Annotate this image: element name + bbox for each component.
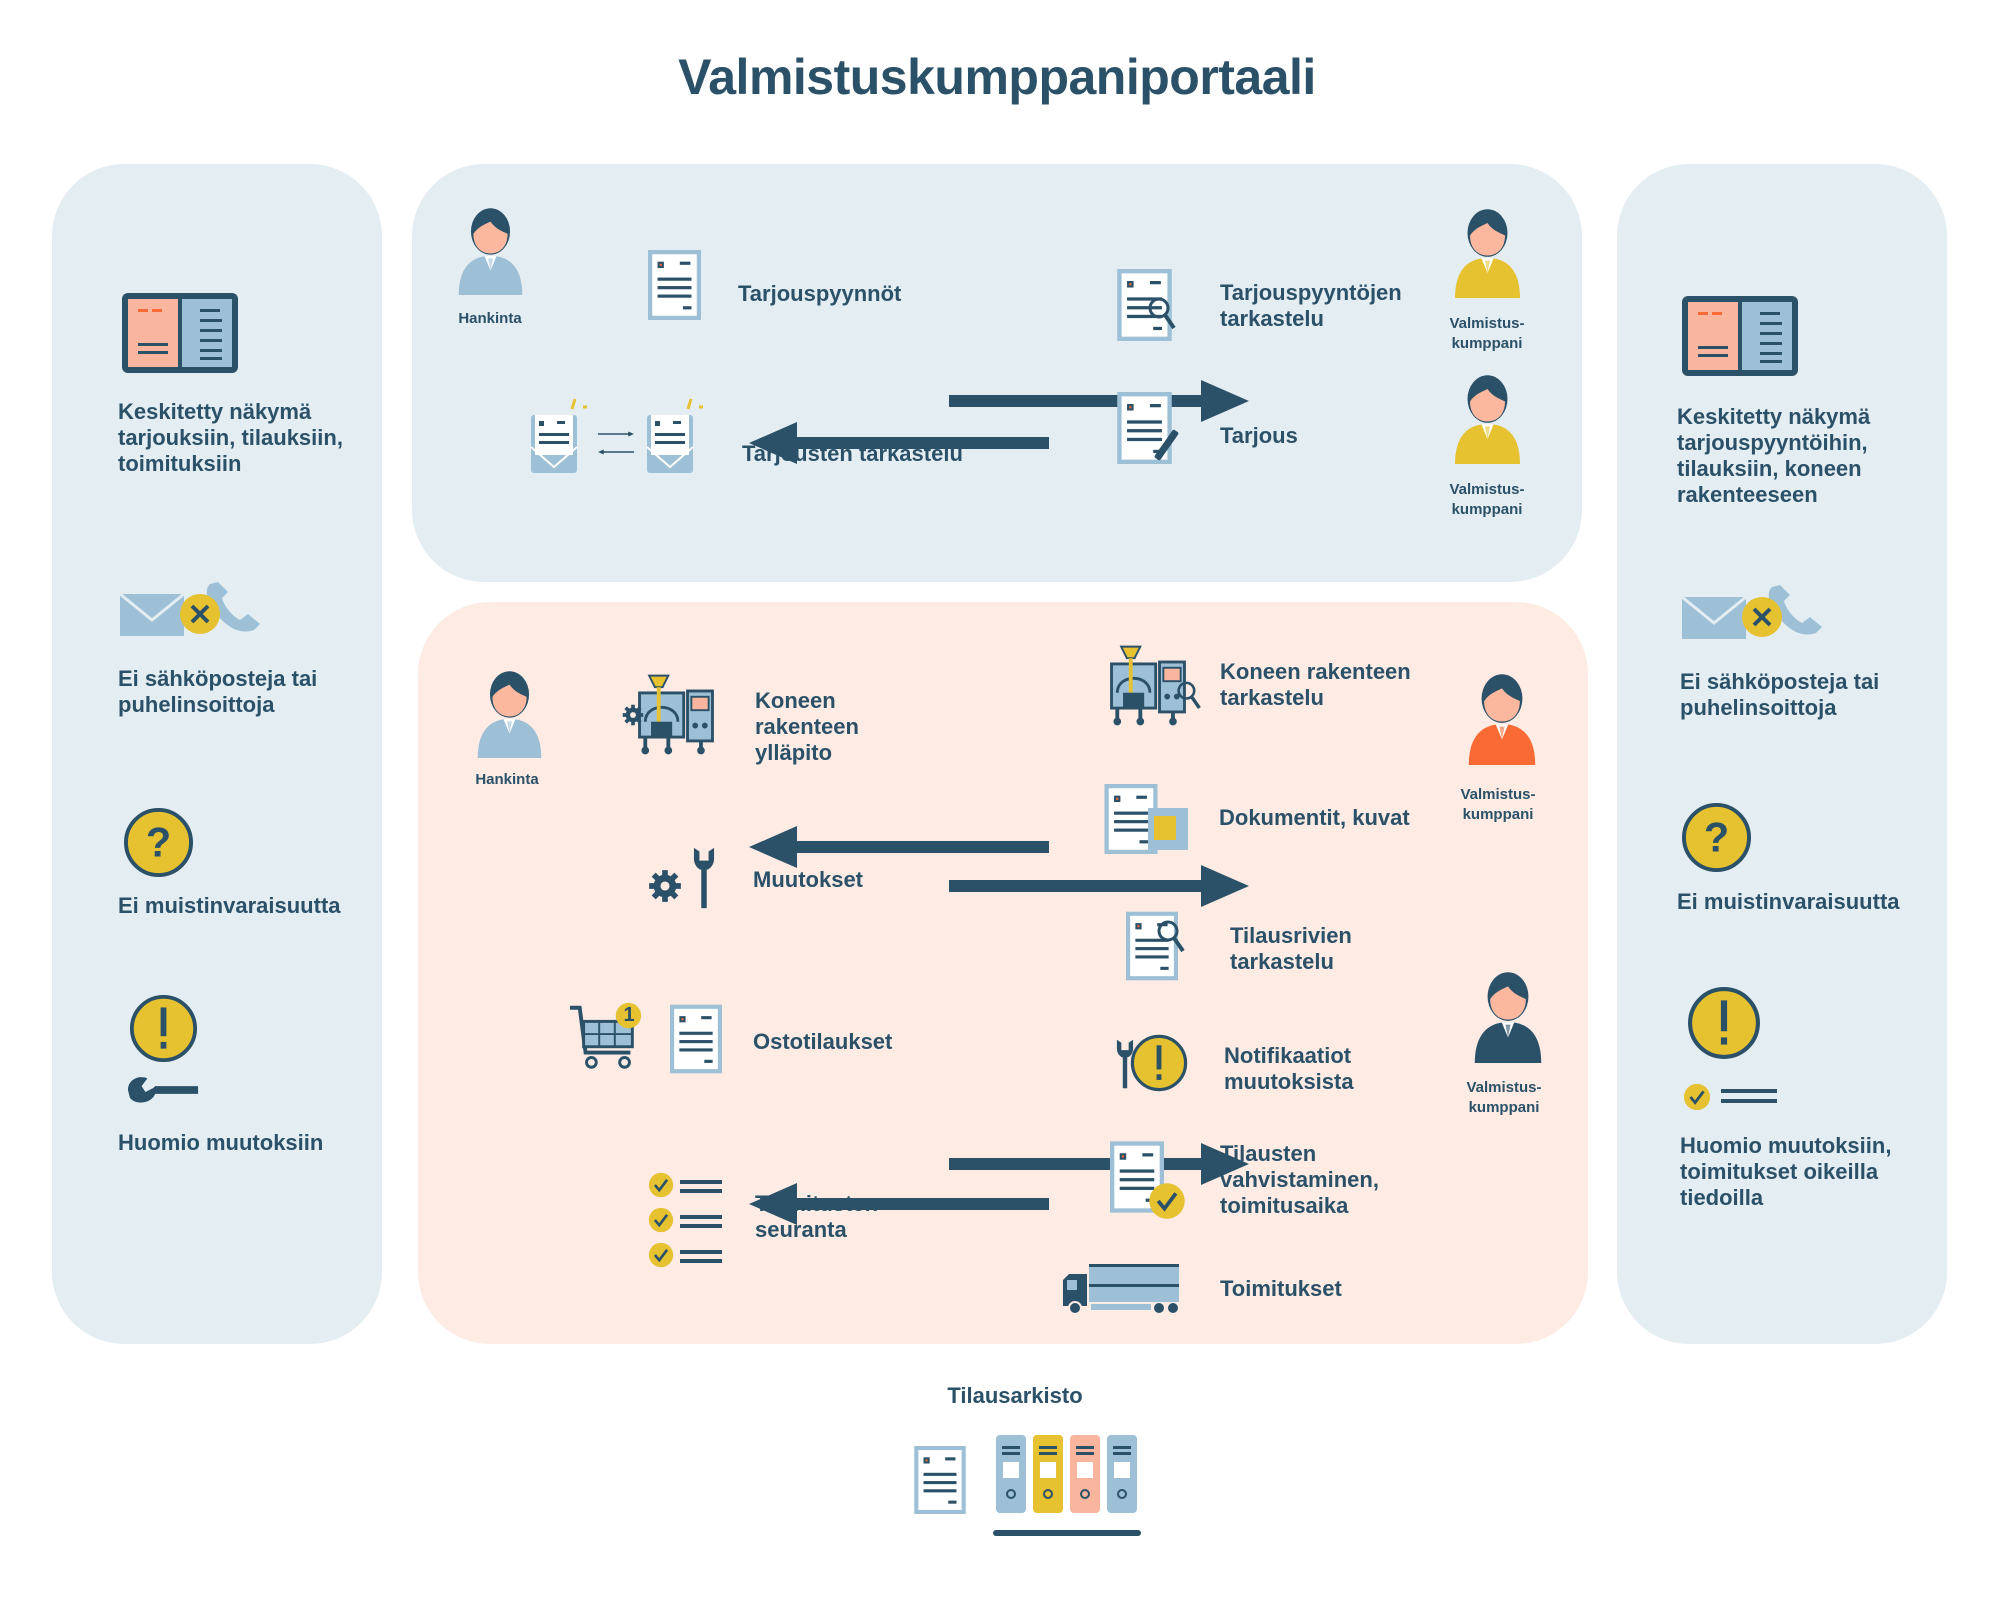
partner-person-icon	[1469, 971, 1547, 1063]
image-icon	[1148, 808, 1188, 850]
check-icon	[1148, 1182, 1186, 1220]
wrench-icon	[690, 846, 718, 910]
no-mail-phone-icon	[1680, 585, 1825, 641]
right-feature-text: Keskitetty näkymä tarjouspyyntöihin, til…	[1677, 404, 1871, 507]
arrow-right-icon	[598, 427, 634, 439]
question-icon	[1681, 802, 1752, 873]
binder-icon	[995, 1434, 1027, 1514]
left-feature-text: Ei sähköposteja tai puhelinsoittoja	[118, 666, 318, 717]
binder-icon	[1069, 1434, 1101, 1514]
checklist-lines	[680, 1180, 722, 1184]
machine-review-label: Koneen rakenteen tarkastelu	[1220, 659, 1411, 710]
cart-badge: 1	[623, 1004, 635, 1026]
arrow-left-icon	[598, 445, 634, 457]
rfq-review-label: Tarjouspyyntöjen tarkastelu	[1220, 280, 1402, 331]
left-feature-text: Ei muistinvaraisuutta	[118, 893, 341, 918]
partner-label: Valmistus- kumppani	[1460, 786, 1536, 823]
machine-maintenance-label: Koneen rakenteen ylläpito	[755, 688, 859, 765]
book-icon	[1680, 294, 1800, 378]
right-feature-text: Huomio muutoksiin, toimitukset oikeilla …	[1680, 1133, 1892, 1210]
partner-person-icon	[1463, 673, 1541, 765]
question-icon	[123, 807, 194, 878]
partner-label: Valmistus- kumppani	[1449, 481, 1525, 518]
envelope-document-icon	[527, 392, 587, 482]
archive-label: Tilausarkisto	[947, 1383, 1083, 1408]
arrow-left-icon	[949, 368, 1049, 382]
partner-label: Valmistus- kumppani	[1449, 315, 1525, 352]
truck-icon	[1061, 1260, 1181, 1316]
notifications-label: Notifikaatiot muutoksista	[1224, 1043, 1354, 1094]
checklist-icon	[648, 1207, 674, 1233]
check-icon	[1683, 1083, 1711, 1111]
rfq-label: Tarjouspyynnöt	[738, 281, 902, 306]
magnifier-icon	[1147, 295, 1177, 331]
arrow-right-icon	[949, 811, 1049, 825]
shelf-line	[993, 1530, 1141, 1536]
arrow-right-icon	[949, 1089, 1049, 1103]
checklist-icon	[648, 1242, 674, 1268]
deliveries-label: Toimitukset	[1220, 1276, 1342, 1301]
partner-label: Valmistus- kumppani	[1466, 1079, 1542, 1116]
magnifier-icon	[1156, 916, 1186, 956]
left-feature-text: Keskitetty näkymä tarjouksiin, tilauksii…	[118, 399, 343, 476]
wrench-icon	[126, 1074, 200, 1106]
buyer-person-icon	[472, 670, 547, 758]
document-icon	[914, 1446, 966, 1514]
envelope-document-icon	[643, 392, 703, 482]
order-confirmation-label: Tilausten vahvistaminen, toimitusaika	[1220, 1141, 1379, 1218]
changes-label: Muutokset	[753, 867, 863, 892]
purchase-orders-label: Ostotilaukset	[753, 1029, 893, 1054]
documents-label: Dokumentit, kuvat	[1219, 805, 1410, 830]
book-icon	[120, 291, 240, 375]
gear-icon	[622, 704, 644, 726]
exclamation-icon	[1130, 1034, 1188, 1092]
document-icon	[670, 1004, 722, 1074]
no-mail-phone-icon	[118, 582, 263, 638]
order-line-review-label: Tilausrivien tarkastelu	[1230, 923, 1352, 974]
exclamation-icon	[129, 994, 198, 1063]
right-feature-text: Ei sähköposteja tai puhelinsoittoja	[1680, 669, 1880, 720]
quote-label: Tarjous	[1220, 423, 1298, 448]
arrow-right-icon	[949, 326, 1049, 340]
buyer-label: Hankinta	[458, 310, 522, 327]
magnifier-icon	[1176, 680, 1202, 710]
right-feature-text: Ei muistinvaraisuutta	[1677, 889, 1900, 914]
document-icon	[647, 250, 702, 320]
line-icon	[1721, 1089, 1777, 1093]
left-feature-text: Huomio muutoksiin	[118, 1130, 324, 1155]
order-panel	[418, 602, 1588, 1344]
checklist-icon	[648, 1172, 674, 1198]
arrow-left-icon	[949, 1129, 1049, 1143]
buyer-label: Hankinta	[475, 771, 539, 788]
buyer-person-icon	[453, 207, 528, 295]
page-title: Valmistuskumppaniportaali	[678, 49, 1316, 105]
quote-panel	[412, 164, 1582, 582]
binder-icon	[1106, 1434, 1138, 1514]
exclamation-icon	[1687, 986, 1761, 1060]
gear-icon	[648, 869, 682, 903]
partner-person-icon	[1450, 207, 1525, 299]
arrow-left-icon	[949, 772, 1049, 786]
binder-icon	[1032, 1434, 1064, 1514]
partner-person-icon	[1450, 373, 1525, 465]
